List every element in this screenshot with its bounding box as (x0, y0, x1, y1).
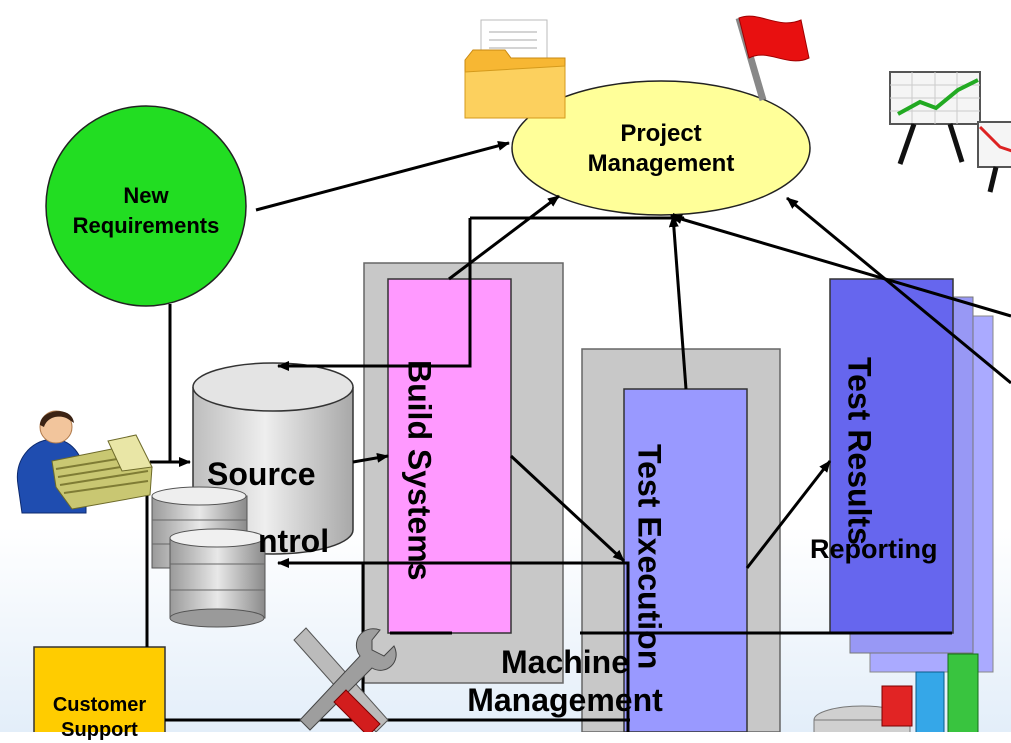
source-control-label-2: ntrol (258, 523, 330, 559)
tools-icon (293, 627, 397, 732)
arrow-source-to-build (352, 452, 389, 464)
build-systems-label: Build Systems (401, 360, 438, 581)
database-stack-icon (151, 486, 266, 628)
new-requirements-circle (45, 105, 247, 307)
project-management-label: Project Management (561, 119, 761, 179)
test-results-box (829, 278, 954, 634)
new-requirements-line-1: New (123, 183, 169, 208)
arrow-far-right-to-pm (786, 196, 1011, 385)
customer-support-label: Customer Support (34, 693, 165, 743)
customer-support-line-2: Support (61, 719, 138, 741)
source-control-label-1: Source (207, 456, 316, 492)
new-requirements-label: New Requirements (46, 181, 246, 241)
arrow-build-to-source (277, 218, 472, 371)
reporting-label: Reporting (810, 534, 938, 564)
arrow-test-exec-to-results (745, 460, 832, 569)
folder-icon (464, 19, 566, 119)
test-results-line-1: Test (841, 357, 878, 421)
connectors (145, 140, 1011, 732)
arrow-build-to-test-exec (509, 454, 626, 563)
project-management-line-2: Management (587, 150, 735, 177)
test-results-line-2: Results (841, 429, 878, 545)
build-systems-line-1: Build (401, 360, 438, 440)
project-management-line-1: Project (620, 120, 702, 147)
person-icon (16, 410, 153, 514)
test-execution-line-1: Test (631, 444, 668, 508)
arrow-test-to-source-return (277, 558, 630, 732)
bar-chart-icon (813, 653, 979, 732)
customer-support-line-1: Customer (52, 694, 147, 716)
machine-management-label: Machine Management (445, 643, 685, 719)
customer-support-box (33, 646, 166, 732)
arrow-build-to-pm (448, 194, 560, 281)
growth-chart-icon (889, 71, 1011, 193)
flag-icon (735, 15, 810, 101)
project-management-ellipse (511, 80, 811, 216)
arrow-new-req-to-pm (255, 140, 510, 212)
test-execution-box (623, 388, 748, 732)
test-execution-label: Test Execution (631, 444, 668, 670)
build-systems-line-2: Systems (401, 448, 438, 581)
test-results-label: Test Results (841, 357, 878, 545)
arrow-results-to-pm (670, 214, 1011, 318)
new-requirements-line-2: Requirements (72, 213, 220, 238)
arrow-test-exec-to-pm (668, 215, 688, 390)
machine-management-line-2: Management (467, 682, 663, 718)
test-execution-line-2: Execution (631, 516, 668, 670)
machine-management-line-1: Machine (500, 644, 630, 680)
